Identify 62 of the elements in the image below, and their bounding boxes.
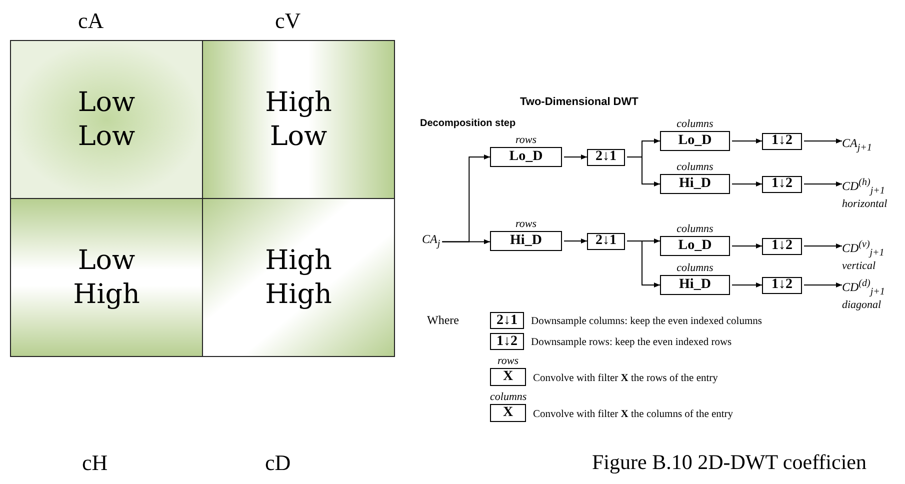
direction-label: columns (676, 118, 714, 130)
subband-label: diagonal (842, 299, 882, 312)
description-text: Convolve with filter X the columns of the entry (533, 409, 734, 420)
diagram-title: Two-Dimensional DWT (520, 96, 638, 108)
arrow (804, 282, 842, 288)
arrow (732, 182, 762, 186)
section-heading: Decomposition step (420, 118, 516, 129)
quadrant-label: cA (78, 8, 104, 34)
arrow (732, 138, 762, 144)
arrow (804, 138, 842, 144)
direction-label: rows (514, 218, 538, 230)
legend-heading: Where (427, 313, 459, 328)
quadrant-label: cD (265, 450, 291, 476)
subband-label: vertical (842, 260, 877, 272)
downsample-box: 1↓2 (762, 132, 802, 150)
filter-box: X (490, 368, 526, 386)
filter-box: Hi_D (660, 275, 730, 295)
cell-label: Low High (72, 244, 141, 312)
filter-box: Lo_D (660, 236, 730, 256)
description-text: Convolve with filter X the rows of the entry (533, 373, 718, 384)
downsample-box: 1↓2 (490, 333, 524, 350)
downsample-box: 1↓2 (762, 176, 802, 192)
quadrant-panel (202, 198, 395, 357)
direction-label: columns (676, 223, 714, 235)
subband-label: horizontal (842, 198, 888, 210)
downsample-box: 1↓2 (762, 238, 802, 254)
output-label: CA$_{j+1}$ (842, 136, 872, 156)
downsample-box: 2↓1 (587, 148, 625, 166)
direction-label: rows (514, 134, 538, 146)
quadrant-panel (10, 40, 203, 199)
arrow (732, 244, 762, 248)
quadrant-label: cV (275, 8, 301, 34)
filter-box: Hi_D (660, 174, 730, 194)
arrow (626, 240, 660, 288)
direction-label: columns (490, 391, 526, 403)
downsample-box: 2↓1 (490, 312, 524, 329)
downsample-box: 1↓2 (762, 276, 802, 294)
filter-box: X (490, 404, 526, 422)
quadrant-label: cH (82, 450, 108, 476)
input-label: CA$_{j}$ (422, 232, 440, 252)
arrow (626, 156, 660, 186)
figure-caption: Figure B.10 2D-DWT coefficien (592, 450, 866, 475)
filter-box: Lo_D (660, 131, 730, 151)
direction-label: columns (676, 262, 714, 274)
arrow (564, 154, 588, 160)
filter-box: Lo_D (490, 147, 562, 167)
cell-label: High High (264, 244, 333, 312)
quadrant-panel (10, 198, 203, 357)
arrow (442, 239, 490, 244)
cell-label: Low Low (76, 86, 136, 154)
arrow (732, 282, 762, 288)
downsample-box: 2↓1 (587, 232, 625, 250)
description-text: Downsample rows: keep the even indexed rows (531, 337, 732, 348)
arrow (804, 244, 842, 248)
description-text: Downsample columns: keep the even indexed columns (531, 316, 762, 327)
quadrant-panel (202, 40, 395, 199)
arrow (804, 182, 842, 186)
arrow (564, 238, 588, 244)
direction-label: rows (496, 355, 520, 367)
direction-label: columns (676, 161, 714, 173)
cell-label: High Low (264, 86, 333, 154)
filter-box: Hi_D (490, 231, 562, 251)
